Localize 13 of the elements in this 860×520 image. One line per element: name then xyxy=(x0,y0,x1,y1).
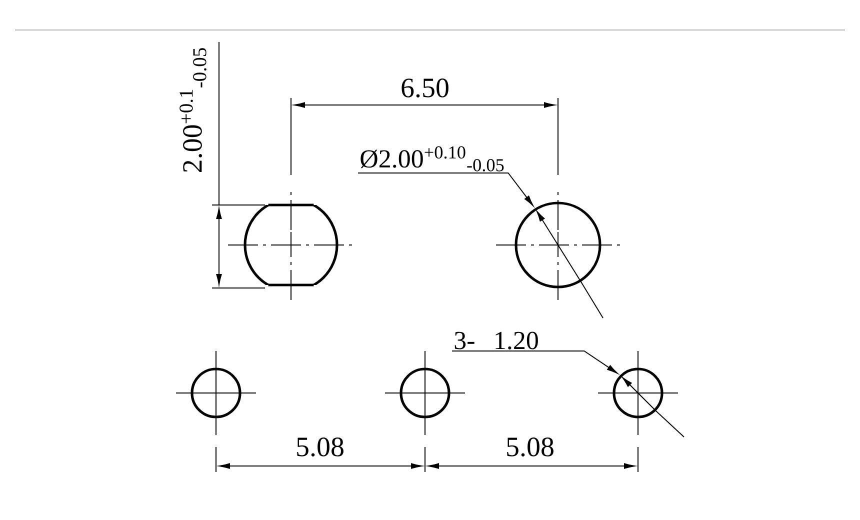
dimension-text: 5.08 xyxy=(507,438,554,456)
hole xyxy=(612,368,664,418)
hole xyxy=(514,202,602,288)
hole xyxy=(244,204,338,286)
callout-text: Ø2.00$^{+0.10}$-0.05 xyxy=(360,146,504,172)
dimension-text: 5.08 xyxy=(297,438,344,456)
hole xyxy=(190,368,242,418)
dimension-text: 2.00$^{+0.1}$-0.05 xyxy=(180,48,206,172)
hole xyxy=(400,368,450,418)
leader-line xyxy=(452,350,618,374)
callout-text: 3- 1.20 xyxy=(454,332,538,350)
leader-line xyxy=(358,172,534,206)
dimension-text: 6.50 xyxy=(402,78,448,98)
